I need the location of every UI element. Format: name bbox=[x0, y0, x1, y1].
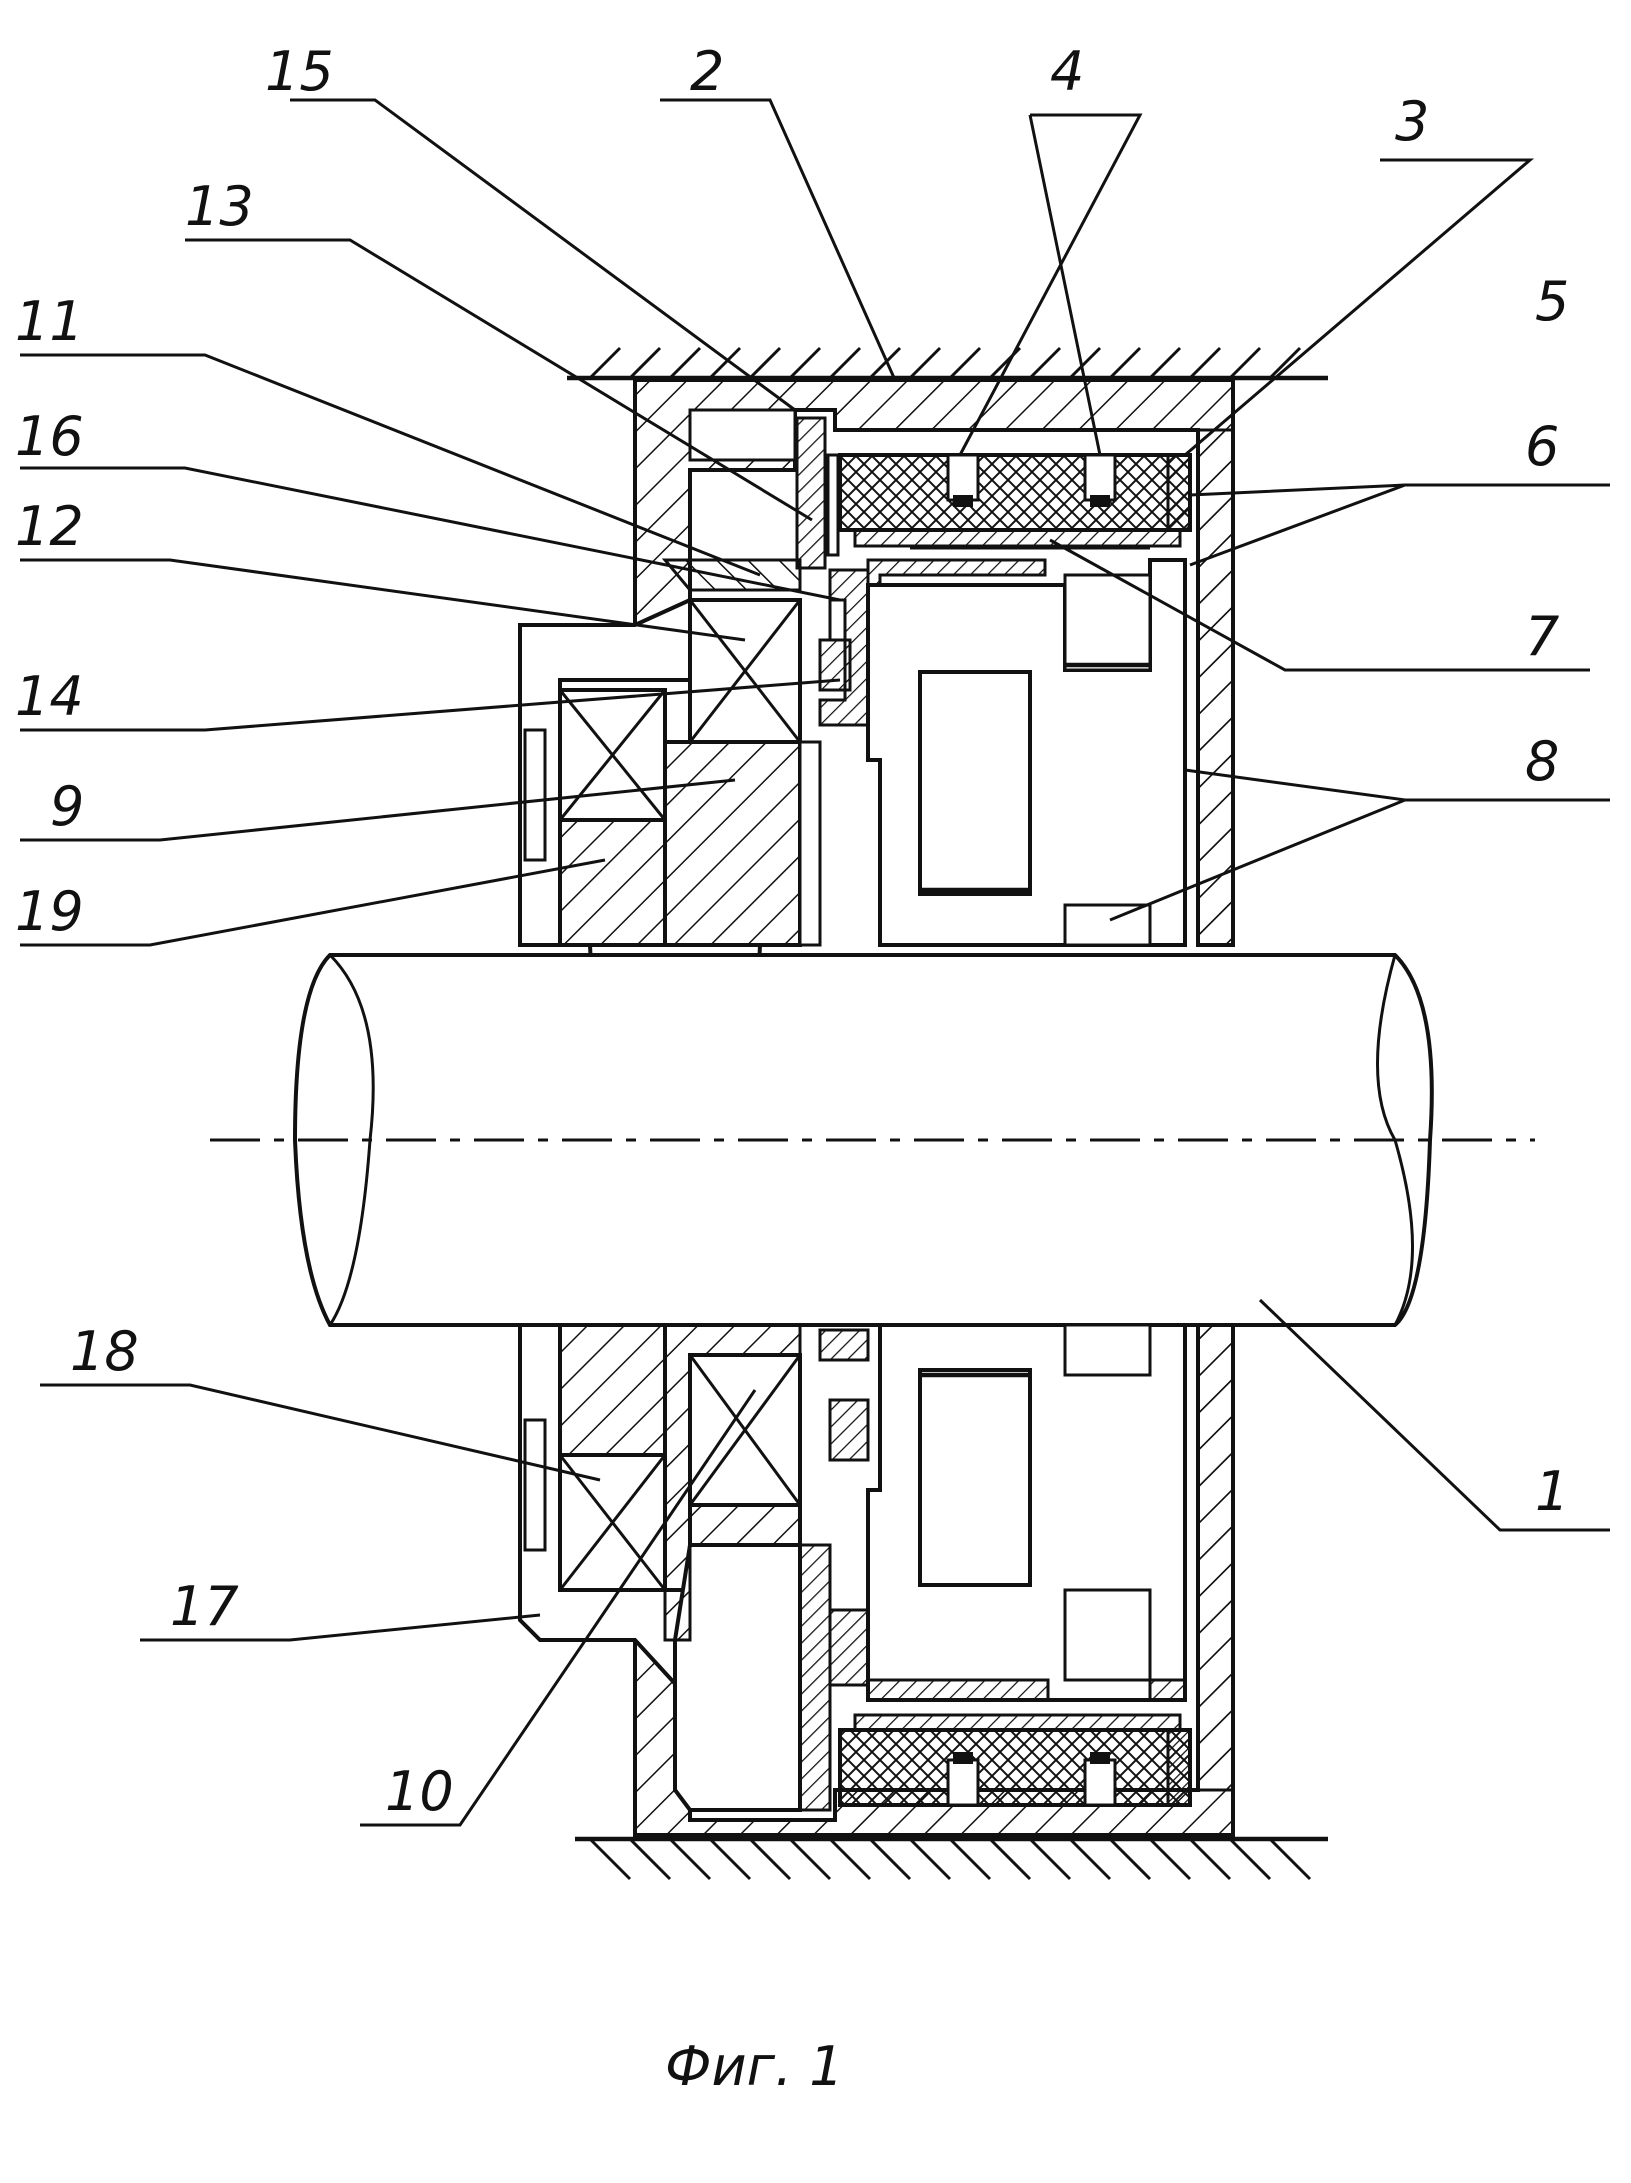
rotor-bottom bbox=[868, 1325, 1185, 1700]
hub-9 bbox=[665, 742, 820, 945]
label-12: 12 bbox=[15, 495, 84, 558]
label-13: 13 bbox=[185, 175, 254, 238]
label-8: 8 bbox=[1525, 730, 1559, 793]
ground-top bbox=[567, 348, 1328, 378]
label-1: 1 bbox=[1535, 1460, 1569, 1523]
sleeve-top bbox=[855, 530, 1180, 548]
label-3: 3 bbox=[1395, 90, 1429, 153]
figure-caption: Фиг. 1 bbox=[665, 2035, 844, 2098]
shaft bbox=[210, 955, 1535, 1325]
stator-coil-bottom bbox=[840, 1715, 1190, 1805]
label-5: 5 bbox=[1535, 270, 1569, 333]
label-19: 19 bbox=[15, 880, 84, 943]
label-11: 11 bbox=[15, 290, 84, 353]
rotor-top bbox=[868, 560, 1185, 945]
housing-right-wall bbox=[1198, 430, 1233, 945]
label-18: 18 bbox=[70, 1320, 139, 1383]
label-2: 2 bbox=[690, 40, 724, 103]
label-10: 10 bbox=[385, 1760, 454, 1823]
label-9: 9 bbox=[50, 775, 84, 838]
label-17: 17 bbox=[170, 1575, 239, 1638]
label-4: 4 bbox=[1050, 40, 1084, 103]
label-15: 15 bbox=[265, 40, 334, 103]
label-16: 16 bbox=[15, 405, 84, 468]
label-7: 7 bbox=[1525, 605, 1559, 668]
label-14: 14 bbox=[15, 665, 84, 728]
label-6: 6 bbox=[1525, 415, 1559, 478]
stator-coil-top bbox=[840, 455, 1190, 530]
ground-bottom bbox=[575, 1839, 1328, 1879]
bearing-12 bbox=[690, 600, 800, 742]
